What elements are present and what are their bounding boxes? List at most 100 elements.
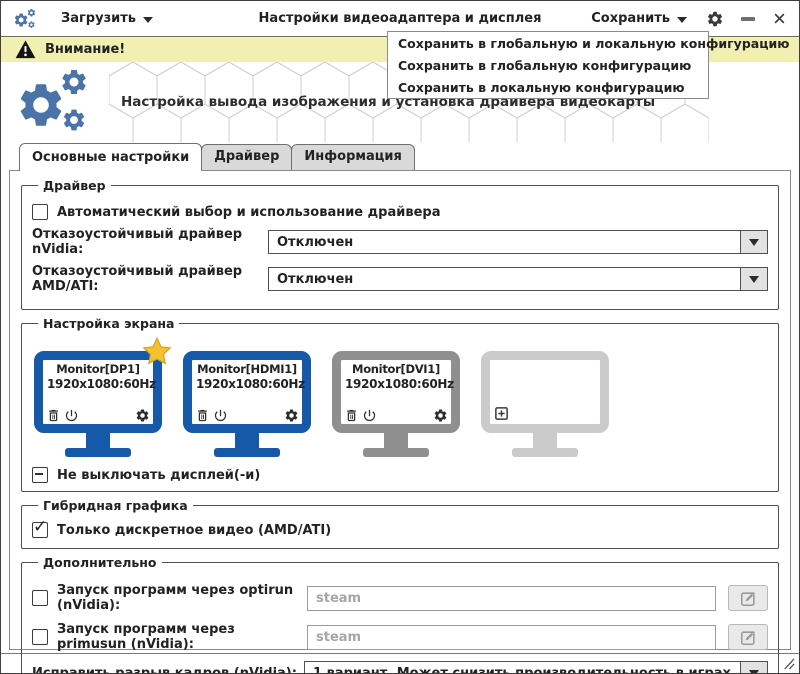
settings-gear-button[interactable] [706, 10, 724, 28]
save-menu-item-global[interactable]: Сохранить в глобальную конфигурацию [398, 58, 692, 73]
optirun-row: Запуск программ через optirun (nVidia): [32, 583, 768, 613]
add-monitor-icon[interactable] [494, 406, 509, 421]
keep-displays-on-checkbox[interactable] [32, 467, 48, 483]
monitor-base [512, 447, 578, 457]
save-menu: Сохранить в глобальную и локальную конфи… [387, 31, 790, 99]
monitor-name: Monitor[HDMI1] [197, 362, 297, 376]
save-menu-item-global-local[interactable]: Сохранить в глобальную и локальную конфи… [398, 36, 790, 51]
close-button[interactable] [772, 11, 787, 26]
monitor-base [214, 447, 280, 457]
optirun-command-input[interactable] [307, 585, 716, 611]
tab-main-settings[interactable]: Основные настройки [19, 143, 203, 171]
monitor-card-dp1[interactable]: Monitor[DP1] 1920x1080:60Hz [34, 351, 162, 457]
amd-failsafe-select[interactable]: Отключен [268, 267, 768, 291]
optirun-label: Запуск программ через optirun (nVidia): [57, 583, 294, 613]
primusun-command-input[interactable] [307, 624, 716, 650]
tearing-fix-value: 1 вариант. Может снизить производительно… [313, 665, 731, 674]
keep-displays-on-label: Не выключать дисплей(-и) [57, 467, 261, 483]
monitor-row: Monitor[DP1] 1920x1080:60Hz Monitor[HDMI… [32, 335, 768, 457]
load-button[interactable]: Загрузить [59, 7, 155, 30]
group-screen-title: Настройка экрана [43, 316, 175, 331]
app-logo-icon [13, 6, 43, 32]
warning-text: Внимание! [45, 42, 126, 57]
caret-down-icon [143, 16, 153, 23]
save-button-label: Сохранить [591, 11, 670, 26]
monitor-card-dvi1[interactable]: Monitor[DVI1] 1920x1080:60Hz [332, 351, 460, 457]
monitor-actions [46, 408, 150, 423]
minimize-button[interactable] [741, 16, 755, 21]
tearing-fix-select[interactable]: 1 вариант. Может снизить производительно… [304, 661, 768, 674]
group-hybrid-title: Гибридная графика [43, 498, 188, 513]
power-monitor-icon[interactable] [362, 408, 377, 423]
monitor-settings-icon[interactable] [433, 408, 448, 423]
save-button[interactable]: Сохранить [589, 7, 689, 30]
monitor-stand [384, 433, 408, 448]
discrete-only-checkbox[interactable] [32, 517, 48, 538]
monitor-base [65, 447, 131, 457]
tab-driver[interactable]: Драйвер [201, 144, 293, 170]
delete-monitor-icon[interactable] [46, 408, 61, 423]
save-menu-item-local[interactable]: Сохранить в локальную конфигурацию [398, 80, 685, 95]
edit-icon [740, 629, 757, 646]
tab-page: Драйвер Автоматический выбор и использов… [9, 170, 791, 673]
amd-failsafe-value: Отключен [277, 271, 354, 287]
tab-bar: Основные настройки Драйвер Информация [1, 142, 799, 171]
monitor-mode: 1920x1080:60Hz [345, 377, 454, 391]
caret-down-icon [749, 275, 759, 283]
optirun-edit-button[interactable] [728, 585, 768, 611]
load-button-label: Загрузить [61, 11, 136, 26]
primusun-label: Запуск программ через primusun (nVidia): [57, 622, 235, 652]
titlebar-right: Сохранить [589, 7, 787, 30]
monitor-name: Monitor[DP1] [56, 362, 140, 376]
nvidia-failsafe-select[interactable]: Отключен [268, 230, 768, 254]
monitor-base [363, 447, 429, 457]
monitor-card-hdmi1[interactable]: Monitor[HDMI1] 1920x1080:60Hz [183, 351, 311, 457]
amd-failsafe-dropdown-button[interactable] [740, 268, 767, 290]
group-screen: Настройка экрана Monitor[DP1] 1920x1080:… [21, 316, 779, 492]
monitor-screen: Monitor[DP1] 1920x1080:60Hz [34, 351, 162, 434]
monitor-mode: 1920x1080:60Hz [47, 377, 156, 391]
nvidia-failsafe-value: Отключен [277, 234, 354, 250]
monitor-actions [195, 408, 299, 423]
warning-icon [15, 40, 36, 59]
monitor-stand [86, 433, 110, 448]
discrete-only-label: Только дискретное видео (AMD/ATI) [57, 522, 332, 538]
tab-information[interactable]: Информация [291, 144, 415, 170]
tearing-fix-label: Исправить разрыв кадров (nVidia): [32, 665, 297, 674]
edit-icon [740, 590, 757, 607]
auto-driver-label: Автоматический выбор и использование дра… [57, 204, 441, 220]
primusun-row: Запуск программ через primusun (nVidia): [32, 622, 768, 652]
caret-down-icon [749, 669, 759, 673]
monitor-mode: 1920x1080:60Hz [196, 377, 305, 391]
amd-failsafe-label: Отказоустойчивый драйвер AMD/ATI: [32, 264, 243, 294]
power-monitor-icon[interactable] [64, 408, 79, 423]
delete-monitor-icon[interactable] [344, 408, 359, 423]
monitor-settings-icon[interactable] [135, 408, 150, 423]
auto-driver-checkbox[interactable] [32, 204, 48, 220]
primusun-checkbox[interactable] [32, 629, 48, 645]
primusun-edit-button[interactable] [728, 624, 768, 650]
monitor-screen: Monitor[DVI1] 1920x1080:60Hz [332, 351, 460, 434]
optirun-checkbox[interactable] [32, 590, 48, 606]
power-monitor-icon[interactable] [213, 408, 228, 423]
group-hybrid: Гибридная графика Только дискретное виде… [21, 498, 779, 549]
monitor-screen: Monitor[HDMI1] 1920x1080:60Hz [183, 351, 311, 434]
amd-failsafe-row: Отказоустойчивый драйвер AMD/ATI: Отключ… [32, 264, 768, 294]
auto-driver-row: Автоматический выбор и использование дра… [32, 204, 768, 220]
app-logo-large-icon [15, 65, 111, 139]
tearing-row: Исправить разрыв кадров (nVidia): 1 вари… [32, 661, 768, 674]
caret-down-icon [749, 238, 759, 246]
monitor-card-empty[interactable] [481, 351, 609, 457]
monitor-settings-icon[interactable] [284, 408, 299, 423]
group-extra-title: Дополнительно [43, 555, 157, 570]
group-extra: Дополнительно Запуск программ через opti… [21, 555, 779, 674]
monitor-actions [344, 408, 448, 423]
tearing-fix-dropdown-button[interactable] [740, 662, 767, 673]
resize-grip-icon[interactable] [782, 657, 795, 670]
delete-monitor-icon[interactable] [195, 408, 210, 423]
keep-on-row: Не выключать дисплей(-и) [32, 467, 768, 483]
group-driver-title: Драйвер [43, 178, 106, 193]
nvidia-failsafe-dropdown-button[interactable] [740, 231, 767, 253]
monitor-name: Monitor[DVI1] [352, 362, 440, 376]
